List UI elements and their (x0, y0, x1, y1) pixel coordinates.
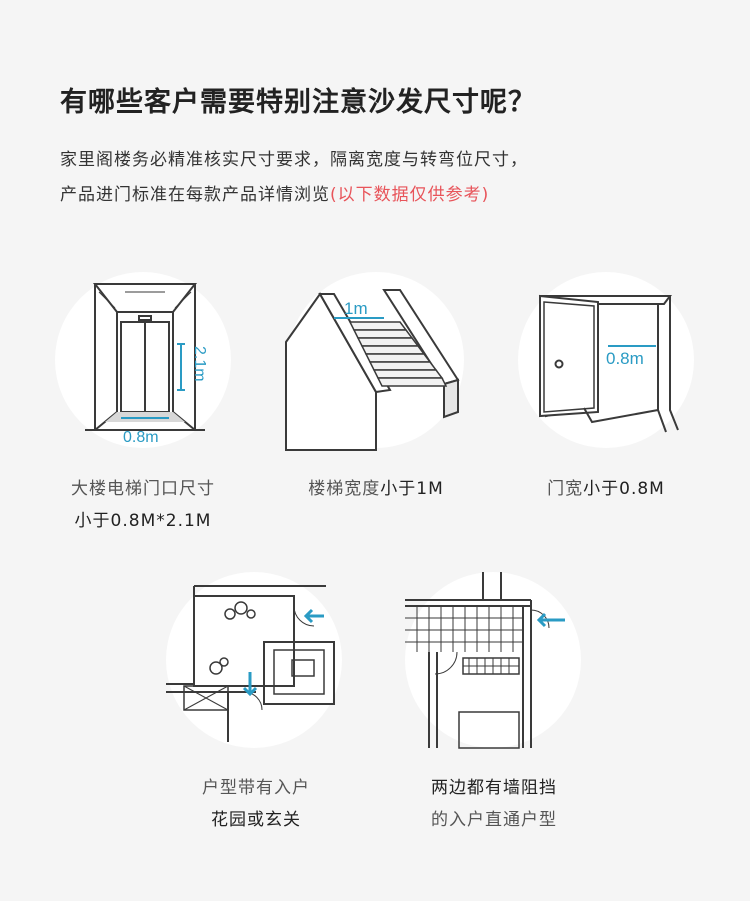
desc-line-2-text: 产品进门标准在每款产品详情浏览 (60, 185, 330, 205)
elevator-width-dim: 0.8m (123, 429, 159, 446)
elevator-caption: 大楼电梯门口尺寸 小于0.8M*2.1M (40, 473, 246, 537)
walled-entry-illustration (405, 572, 581, 749)
walled-caption-line1: 两边都有墙阻挡 (431, 778, 557, 798)
staircase-illustration: 1m (285, 272, 464, 451)
floor-plan-garden-icon (166, 585, 335, 742)
garden-caption: 户型带有入户 花园或玄关 (158, 772, 354, 836)
door-caption-em: 小于0.8M (583, 479, 665, 499)
staircase-caption: 楼梯宽度小于1M (278, 473, 474, 505)
staircase-caption-normal: 楼梯宽度 (308, 479, 381, 499)
staircase-caption-em: 小于1M (380, 479, 444, 499)
walled-caption: 两边都有墙阻挡 的入户直通户型 (396, 772, 592, 836)
desc-line-2: 产品进门标准在每款产品详情浏览(以下数据仅供参考) (60, 178, 528, 213)
description: 家里阁楼务必精准核实尺寸要求，隔离宽度与转弯位尺寸， 产品进门标准在每款产品详情… (60, 143, 528, 213)
garden-caption-line1: 户型带有入户 (202, 778, 310, 798)
elevator-illustration: 2.1m 0.8m (55, 272, 231, 448)
page-title: 有哪些客户需要特别注意沙发尺寸呢？ (60, 87, 536, 118)
stair-width-dim: 1m (344, 299, 368, 318)
floor-plan-walled-icon (405, 572, 565, 749)
door-caption-normal: 门宽 (547, 479, 584, 499)
garden-plan-illustration (166, 572, 342, 748)
garden-caption-line2: 花园或玄关 (211, 810, 301, 830)
walled-caption-line2: 的入户直通户型 (431, 810, 557, 830)
elevator-icon: 2.1m 0.8m (85, 283, 208, 446)
elevator-caption-line2: 小于0.8M*2.1M (74, 511, 212, 531)
door-illustration: 0.8m (518, 272, 694, 448)
desc-line-1: 家里阁楼务必精准核实尺寸要求，隔离宽度与转弯位尺寸， (60, 150, 528, 170)
elevator-caption-line1: 大楼电梯门口尺寸 (71, 479, 215, 499)
staircase-icon: 1m (285, 289, 460, 451)
door-width-dim: 0.8m (606, 349, 644, 368)
door-caption: 门宽小于0.8M (508, 473, 704, 505)
elevator-height-dim: 2.1m (191, 346, 208, 382)
door-icon: 0.8m (538, 294, 679, 433)
desc-note: (以下数据仅供参考) (330, 185, 490, 205)
